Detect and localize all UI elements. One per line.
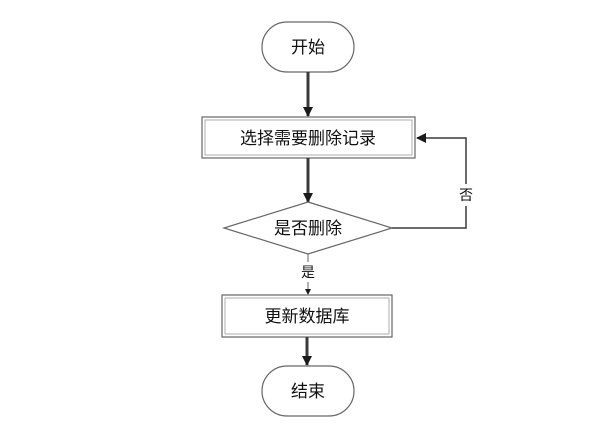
end-node-label: 结束: [291, 382, 325, 402]
select-node-inner-border: [204, 119, 413, 156]
update-node-inner-border: [224, 297, 390, 335]
end-node: 结束: [261, 365, 355, 417]
select-node: 选择需要删除记录: [201, 116, 416, 159]
yes-label-background: [298, 262, 318, 282]
decision-node-label: 是否删除: [274, 219, 342, 239]
end-node-shape: [261, 365, 355, 417]
decision-node: 是否删除: [221, 201, 395, 255]
edge-decision-no-to-select: [392, 133, 467, 229]
no-label-background: [456, 184, 476, 206]
no-edge-label: 否: [459, 188, 473, 204]
start-node: 开始: [261, 21, 355, 73]
select-node-label: 选择需要删除记录: [240, 129, 376, 149]
select-node-shape: [201, 116, 416, 159]
update-node-label: 更新数据库: [265, 307, 350, 327]
update-node: 更新数据库: [221, 294, 393, 338]
yes-edge-label: 是: [301, 265, 315, 281]
start-node-label: 开始: [291, 38, 325, 58]
